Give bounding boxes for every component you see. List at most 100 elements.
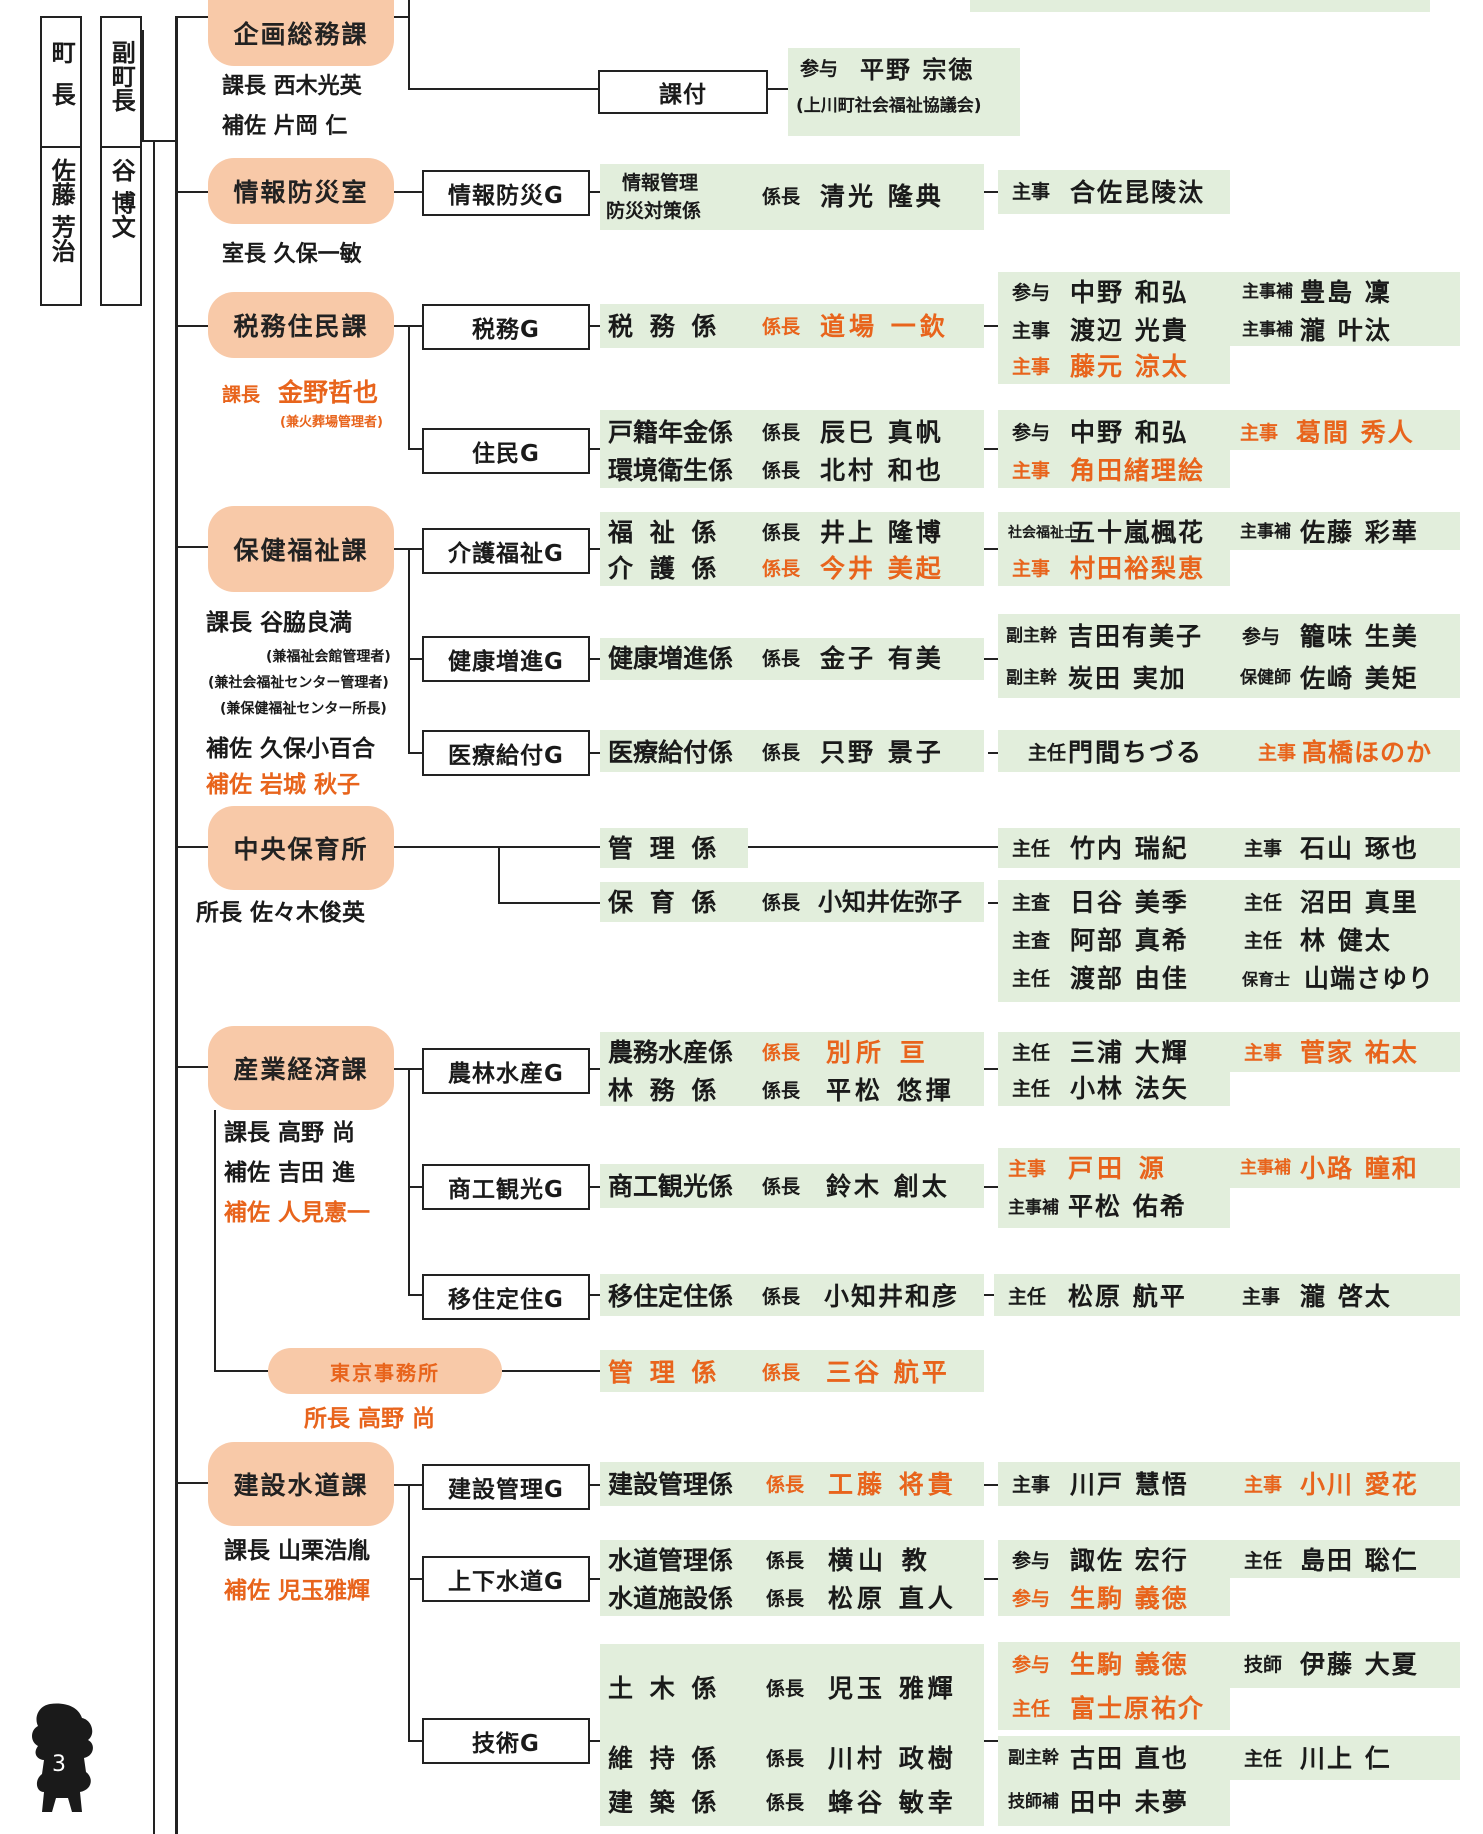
group-suido-name: 上下水道G (448, 1569, 564, 1595)
jumin-c1-name: 辰巳 真帆 (820, 418, 944, 447)
gijutsu-l1 (588, 1740, 600, 1742)
kaigo-sect-box (600, 512, 984, 586)
hoiku-s2-name: 石山 琢也 (1300, 834, 1419, 863)
dept-kikaku: 企画総務課 (208, 0, 394, 66)
joho-line (394, 191, 422, 193)
iju-s2-name: 瀧 啓太 (1300, 1282, 1392, 1311)
dept-joho-name: 情報防災室 (233, 178, 369, 207)
group-zeimu-name: 税務G (472, 317, 540, 343)
jumin-s3-name: 角田緒理絵 (1070, 456, 1206, 485)
gijutsu-c2-title: 係長 (766, 1748, 805, 1770)
zeimu-l1 (394, 325, 408, 327)
zeimu-s1-title: 参与 (1012, 282, 1051, 304)
sangyo-l2 (408, 1068, 410, 1294)
iju-s1-name: 松原 航平 (1068, 1282, 1187, 1311)
katsuke-line (766, 88, 788, 90)
tokyo-sect: 管 理 係 (608, 1358, 721, 1387)
iju-l2 (984, 1294, 994, 1296)
iryo-c-name: 只野 景子 (820, 738, 944, 767)
branch-kikaku (178, 16, 208, 18)
iryo-l2 (988, 752, 998, 754)
shoko-l1 (588, 1186, 600, 1188)
zeimu-chief-name: 道場 一欽 (820, 312, 949, 341)
group-gijutsu-name: 技術G (472, 1731, 540, 1757)
kenkan-c-title: 係長 (766, 1474, 805, 1496)
kenkan-s1-name: 川戸 慧悟 (1070, 1470, 1189, 1499)
hoiku-s1-title: 主任 (1012, 838, 1051, 860)
hoiku-sect2: 保 育 係 (608, 888, 721, 917)
kaigo-s3-name: 村田裕梨恵 (1070, 554, 1206, 583)
gijutsu-s4-name: 古田 直也 (1070, 1744, 1189, 1773)
mayor-name: 佐藤 芳治 (47, 158, 76, 263)
gijutsu-c1-name: 児玉 雅輝 (828, 1674, 957, 1703)
sangyo-head: 課長 高野 尚 (224, 1120, 356, 1146)
gijutsu-s6-title: 技師補 (1008, 1792, 1059, 1812)
kaigo-s2-name: 佐藤 彩華 (1300, 518, 1419, 547)
group-suido: 上下水道G (422, 1556, 590, 1602)
hoken-deputy1: 補佐 久保小百合 (206, 736, 376, 762)
sangyo-tokyo-l2 (214, 1370, 268, 1372)
group-kenko-name: 健康増進G (448, 649, 564, 675)
jumin-l1 (588, 448, 600, 450)
katsuke-title: 参与 (800, 58, 839, 80)
jumin-c2-name: 北村 和也 (820, 456, 944, 485)
kenko-sect: 健康増進係 (608, 644, 734, 673)
hoken-l4 (408, 658, 422, 660)
kaigo-staff-box2 (998, 550, 1230, 586)
suido-l1 (588, 1578, 600, 1580)
zeimu-sect: 税 務 係 (608, 312, 721, 341)
hoiku-c2-name: 小知井佐弥子 (818, 888, 962, 916)
iju-s1-title: 主任 (1008, 1286, 1047, 1308)
vice-mayor-name-box: 谷 博文 (100, 146, 142, 306)
suido-s2-title: 主任 (1244, 1550, 1283, 1572)
gijutsu-s2-title: 技師 (1244, 1654, 1283, 1676)
shoko-sect: 商工観光係 (608, 1172, 734, 1201)
hoiku-l1 (394, 846, 600, 848)
jumin-sect-box (600, 410, 984, 488)
group-norin: 農林水産G (422, 1048, 590, 1094)
kenko-s3-name: 炭田 実加 (1068, 664, 1187, 693)
jumin-s3-title: 主事 (1012, 460, 1051, 482)
kenko-l1 (588, 658, 600, 660)
suido-l2 (984, 1578, 998, 1580)
jumin-l2 (984, 448, 998, 450)
zeimu-s3-name: 渡辺 光貴 (1070, 316, 1189, 345)
zeimu-head-title: 課長 (222, 384, 261, 406)
dept-joho: 情報防災室 (208, 158, 394, 224)
kenko-s1-name: 吉田有美子 (1068, 622, 1204, 651)
zeimu-s2-title: 主事補 (1242, 282, 1293, 302)
hoiku-s6-name: 林 健太 (1300, 926, 1392, 955)
suido-s3-name: 生駒 義徳 (1070, 1584, 1189, 1613)
jumin-staff-box2 (998, 450, 1230, 488)
iju-l1 (588, 1294, 600, 1296)
iryo-staff-box (998, 730, 1460, 772)
suido-c1-title: 係長 (766, 1550, 805, 1572)
gijutsu-staff-box2 (998, 1688, 1230, 1730)
norin-s1-name: 三浦 大輝 (1070, 1038, 1189, 1067)
norin-c2-title: 係長 (762, 1080, 801, 1102)
joho-section-line2: 防災対策係 (606, 200, 702, 222)
suido-s2-name: 島田 聡仁 (1300, 1546, 1419, 1575)
zeimu-l2 (408, 325, 410, 448)
hoiku-s4-name: 沼田 真里 (1300, 888, 1419, 917)
kenkan-s2-title: 主事 (1244, 1474, 1283, 1496)
group-kenko: 健康増進G (422, 636, 590, 682)
tokyo-c-title: 係長 (762, 1362, 801, 1384)
hoken-l2 (408, 548, 410, 752)
iju-sect: 移住定住係 (608, 1282, 734, 1311)
branch-hoken (178, 546, 208, 548)
hoiku-l2 (498, 846, 500, 902)
iryo-sect: 医療給付係 (608, 738, 734, 767)
kenkan-staff-box (998, 1462, 1460, 1506)
norin-s2-title: 主事 (1244, 1042, 1283, 1064)
kaigo-s1-title: 社会福祉士 (1008, 525, 1078, 541)
hoken-l1 (394, 548, 408, 550)
kaigo-s1-name: 五十嵐楓花 (1070, 518, 1206, 547)
zeimu-s5-name: 藤元 涼太 (1070, 352, 1189, 381)
kaigo-l2 (984, 548, 998, 550)
iryo-c-title: 係長 (762, 742, 801, 764)
tokyo-head: 所長 高野 尚 (304, 1406, 436, 1432)
dept-kensetsu: 建設水道課 (208, 1442, 394, 1526)
kensetsu-l1 (394, 1484, 408, 1486)
hoiku-l5 (988, 902, 998, 904)
